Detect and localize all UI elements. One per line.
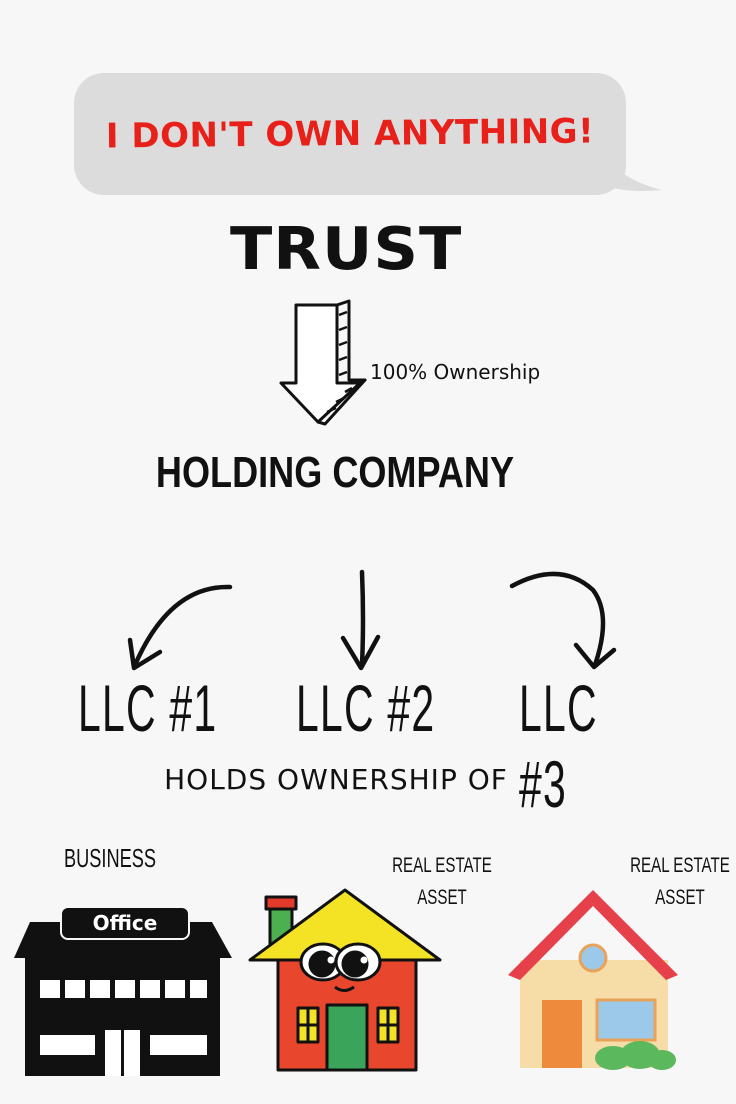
speech-bubble-text: I DON'T OWN ANYTHING! (105, 111, 595, 157)
business-label: BUSINESS (64, 843, 157, 873)
real-estate-label-1: REAL ESTATE ASSET (392, 850, 493, 914)
trust-label: TRUST (230, 213, 463, 284)
llc-1-label: LLC #1 (78, 671, 218, 745)
speech-bubble-body: I DON'T OWN ANYTHING! (74, 73, 626, 195)
ownership-label: 100% Ownership (370, 360, 541, 384)
holding-company-label: HOLDING COMPANY (155, 448, 515, 497)
holds-ownership-label: HOLDS OWNERSHIP OF (164, 763, 508, 796)
arrow-to-llc3-icon (509, 571, 606, 668)
office-sign: Office (92, 911, 158, 935)
real-estate-label-2-line2: ASSET (655, 886, 705, 909)
arrow-to-llc2-icon (359, 569, 366, 668)
llc-3-label: LLC #3 (519, 671, 598, 821)
real-estate-label-2-line1: REAL ESTATE (630, 854, 730, 877)
real-estate-label-1-line2: ASSET (417, 886, 467, 909)
real-estate-label-1-line1: REAL ESTATE (392, 854, 492, 877)
real-estate-label-2: REAL ESTATE ASSET (630, 850, 731, 914)
llc-2-label: LLC #2 (296, 671, 436, 745)
arrow-to-llc1-icon (132, 584, 233, 668)
